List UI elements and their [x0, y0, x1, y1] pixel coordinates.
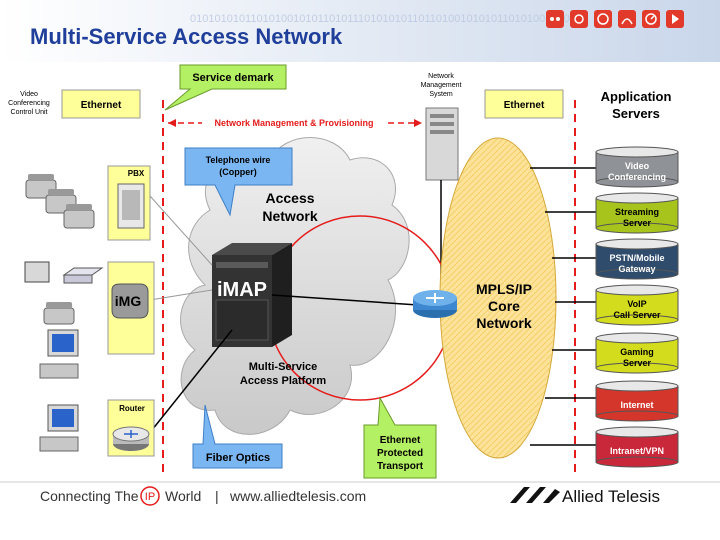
footer-slogan-post: World [165, 488, 201, 504]
video-conf-control-line3: Control Unit [11, 109, 48, 116]
share-icon[interactable] [570, 10, 588, 28]
nms-line1: Network [428, 73, 454, 80]
ethernet-right-label: Ethernet [504, 100, 545, 111]
server-links [530, 167, 596, 446]
pbx-label: PBX [128, 169, 145, 178]
nmp-arrow-head-left [168, 119, 176, 127]
access-network-line1: Access [265, 190, 314, 206]
forward-icon[interactable] [666, 10, 684, 28]
img-device-icon [111, 283, 149, 319]
ethernet-protected-line2: Protected [377, 448, 423, 459]
imap-label: iMAP [217, 279, 267, 301]
phone-icon [63, 204, 95, 229]
broadcast-icon[interactable] [618, 10, 636, 28]
msap-line2: Access Platform [240, 375, 326, 387]
footer-url[interactable]: www.alliedtelesis.com [229, 488, 366, 504]
fiber-optics-label: Fiber Optics [206, 452, 270, 464]
msap-line1: Multi-Service [249, 361, 317, 373]
telephone-wire-line1: Telephone wire [206, 155, 271, 165]
gauge-icon[interactable] [642, 10, 660, 28]
pbx-cabinet-icon [117, 183, 145, 229]
nmp-label: Network Management & Provisioning [214, 118, 373, 128]
server-label: Video [625, 161, 650, 171]
ethernet-protected-line3: Transport [377, 461, 424, 472]
server-stack: VideoConferencingStreamingServerPSTN/Mob… [595, 146, 679, 468]
service-demark-label: Service demark [192, 72, 274, 84]
server-label: Call Server [613, 310, 661, 320]
server-label: PSTN/Mobile [609, 253, 664, 263]
video-conf-control-line2: Conferencing [8, 100, 50, 107]
tv-icon [24, 261, 50, 283]
app-servers-line2: Servers [612, 106, 660, 121]
core-router-icon [413, 290, 457, 318]
footer-brand: Allied Telesis [562, 487, 660, 506]
header-icons [546, 10, 684, 28]
ip-circle-icon [140, 486, 160, 506]
server-label: Server [623, 358, 652, 368]
server-cylinder: Intranet/VPN [595, 426, 679, 468]
binary-pattern: 0101010101101010010101101011101010101101… [190, 13, 576, 25]
ethernet-left-box [61, 89, 141, 119]
nmp-arrow-head-right [414, 119, 422, 127]
footer-slogan-pre: Connecting The [40, 488, 139, 504]
img-link [149, 289, 213, 301]
server-label: VoIP [627, 299, 646, 309]
mpls-line3: Network [476, 315, 531, 331]
pc-icon [39, 329, 79, 379]
phone-icons [25, 174, 95, 229]
app-servers-line1: Application [601, 89, 672, 104]
router-label: Router [119, 404, 145, 413]
server-label: Streaming [615, 207, 659, 217]
pc-icon [39, 404, 79, 452]
server-label: Gateway [618, 264, 655, 274]
desk-phone-icon [43, 302, 75, 325]
nmp-label-bg [202, 115, 386, 129]
server-label: Gaming [620, 347, 654, 357]
nms-server-icon [425, 107, 459, 181]
allied-telesis-logo-icon [510, 487, 560, 503]
server-label: Internet [620, 400, 653, 410]
settop-box-icon [62, 267, 104, 284]
access-network-cloud [180, 137, 410, 435]
pbx-link [149, 195, 213, 266]
fiber-optics-callout [192, 404, 283, 469]
img-label: iMG [115, 293, 142, 309]
power-icon[interactable] [594, 10, 612, 28]
nms-line3: System [429, 91, 453, 98]
imap-core-link [271, 294, 419, 306]
ethernet-right-box [484, 89, 564, 119]
server-cylinder: Internet [595, 380, 679, 422]
access-network-line2: Network [262, 208, 317, 224]
telephone-wire-callout [184, 147, 293, 217]
ethernet-protected-callout [363, 396, 437, 479]
service-demark-callout [164, 64, 287, 111]
mpls-line2: Core [488, 298, 520, 314]
imap-router-link [151, 329, 233, 431]
server-label: Server [623, 218, 652, 228]
footer-slogan-ip: IP [145, 491, 155, 503]
network-icon[interactable] [546, 10, 564, 28]
ethernet-left-label: Ethernet [81, 100, 122, 111]
footer-separator: | [215, 488, 219, 504]
server-label: Intranet/VPN [610, 446, 664, 456]
video-conf-control-line1: Video [20, 91, 38, 98]
server-label: Conferencing [608, 172, 666, 182]
page-title: Multi-Service Access Network [30, 24, 343, 49]
telephone-wire-line2: (Copper) [219, 167, 257, 177]
mpls-line1: MPLS/IP [476, 281, 532, 297]
ethernet-protected-line1: Ethernet [380, 435, 421, 446]
nms-line2: Management [421, 82, 462, 89]
router-icon [112, 426, 150, 451]
